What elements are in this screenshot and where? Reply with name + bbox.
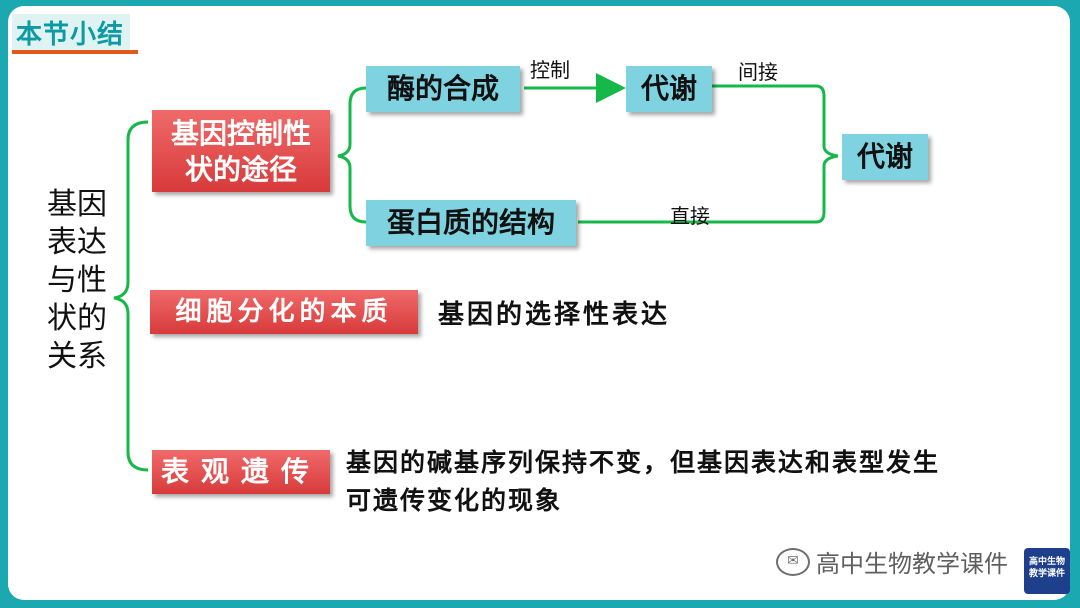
root-brace [113,120,149,472]
branch1-brace [337,86,367,224]
root-label: 基因 表达 与性 状的 关系 [44,186,110,376]
title-underline [12,50,138,54]
root-line-2: 表达 [47,225,107,260]
epigenetics-box: 表观遗传 [152,450,330,494]
indirect-label: 间接 [738,60,778,84]
pathway-label-line-2: 状的途径 [184,153,297,186]
epigenetics-line-2: 可遗传变化的现象 [346,486,563,515]
root-line-3: 与性 [47,263,107,298]
root-line-1: 基因 [47,187,107,222]
watermark-text: 高中生物教学课件 [816,550,1008,578]
gene-control-pathway-box: 基因控制性 状的途径 [152,110,330,192]
direct-label: 直接 [670,204,710,228]
section-title: 本节小结 [12,14,131,53]
selective-expression-text: 基因的选择性表达 [438,300,671,330]
wechat-watermark: ✉ 高中生物教学课件 [776,544,1008,579]
trait-box: 代谢 [842,134,928,180]
enzyme-synthesis-box: 酶的合成 [366,66,520,112]
control-label: 控制 [530,58,570,82]
pathway-label-line-1: 基因控制性 [170,117,311,150]
direct-line [578,154,839,224]
cell-differentiation-box: 细胞分化的本质 [150,290,418,334]
epigenetics-line-1: 基因的碱基序列保持不变，但基因表达和表型发生 [346,448,941,477]
root-line-4: 状的 [47,301,107,336]
indirect-line [712,84,839,158]
metabolism-mid-box: 代谢 [626,66,712,112]
channel-logo: 高中生物教学课件 [1024,548,1070,594]
protein-structure-box: 蛋白质的结构 [366,200,576,246]
epigenetics-definition: 基因的碱基序列保持不变，但基因表达和表型发生 可遗传变化的现象 [346,444,940,520]
wechat-icon: ✉ [776,547,810,576]
root-line-5: 关系 [47,339,107,374]
